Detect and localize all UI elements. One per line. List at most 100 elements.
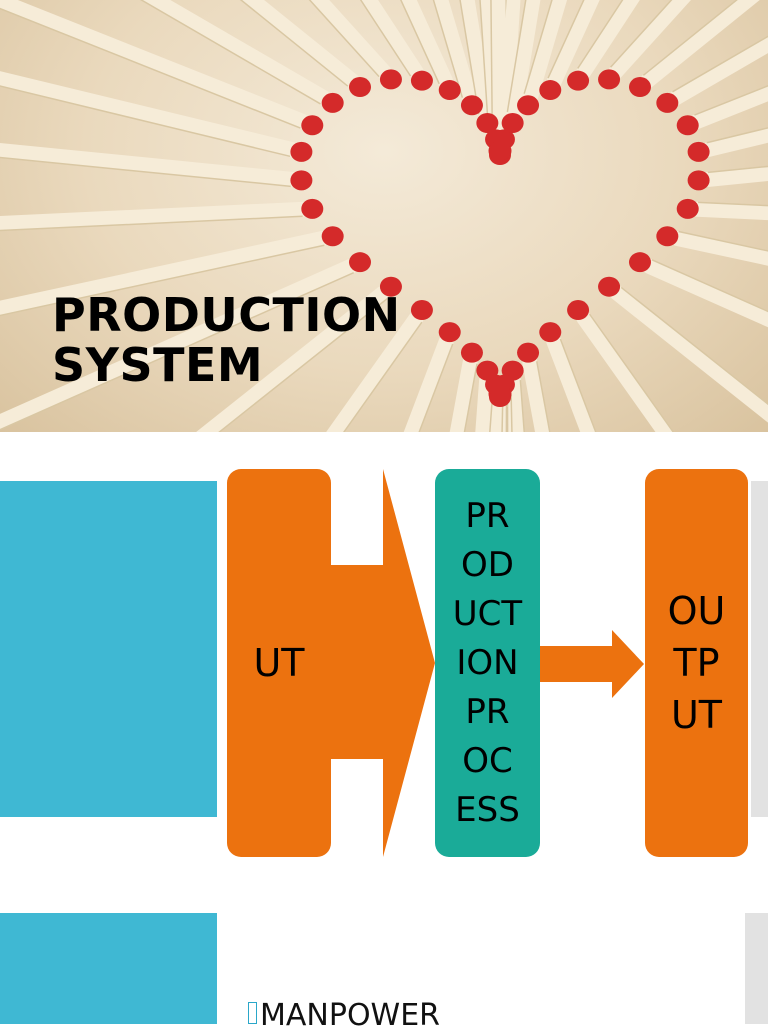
- match-head: [539, 80, 562, 101]
- match-head: [539, 322, 562, 343]
- match-head: [301, 198, 324, 219]
- match-head: [379, 69, 402, 90]
- process-label-line: ESS: [455, 789, 520, 830]
- input-label: UT: [253, 640, 304, 686]
- output-box: OU TP UT: [645, 469, 748, 857]
- matchstick-edge: [479, 0, 490, 130]
- match-head: [290, 141, 313, 162]
- matchstick-edge: [651, 259, 768, 313]
- match-head: [676, 198, 699, 219]
- matchstick-edge: [506, 0, 527, 113]
- match-head: [676, 115, 699, 136]
- match-head: [460, 95, 483, 116]
- matchstick-edge: [0, 7, 301, 129]
- gray-side-block-bottom: [745, 913, 768, 1024]
- matchstick-edge: [218, 297, 388, 432]
- match-head: [687, 141, 710, 162]
- process-label-line: ION: [456, 642, 519, 683]
- match-head: [410, 300, 433, 321]
- slide-title-line-2: SYSTEM: [52, 338, 264, 392]
- output-label-line: OU: [667, 589, 726, 633]
- matchstick-edge: [0, 85, 291, 158]
- match-head: [488, 140, 511, 161]
- match-head: [598, 69, 621, 90]
- slide-title-line-1: PRODUCTION: [52, 288, 401, 342]
- match-head: [517, 342, 540, 363]
- matchstick: [497, 0, 521, 137]
- list-item-label: MANPOWER: [260, 998, 441, 1033]
- matchstick: [0, 142, 299, 187]
- match-head: [656, 226, 679, 247]
- match-head: [517, 95, 540, 116]
- matchstick-edge: [459, 0, 480, 115]
- match-head: [628, 77, 651, 98]
- matchstick-edge: [588, 313, 675, 432]
- match-head: [628, 252, 651, 273]
- input-label-line: UT: [253, 641, 305, 685]
- matchstick: [506, 0, 541, 121]
- output-label-line: TP: [673, 641, 720, 685]
- match-head: [438, 80, 461, 101]
- matchstick: [490, 0, 507, 149]
- match-head: [460, 342, 483, 363]
- matchstick-edge: [0, 156, 291, 188]
- match-head: [656, 92, 679, 113]
- matchstick-edge: [642, 0, 738, 76]
- matchstick-edge: [343, 321, 423, 432]
- matchstick: [690, 201, 768, 221]
- match-head: [321, 92, 344, 113]
- matchstick: [0, 230, 331, 317]
- matchstick-edge: [620, 286, 768, 406]
- blue-side-block-bottom: [0, 913, 217, 1024]
- process-label-line: PR: [465, 495, 510, 536]
- matchstick: [640, 0, 760, 89]
- matchstick: [0, 0, 311, 130]
- match-head: [321, 226, 344, 247]
- match-head: [290, 170, 313, 191]
- output-label: OU TP UT: [668, 585, 726, 741]
- matchstick-heart-illustration: [0, 0, 768, 432]
- slide-title: PRODUCTION SYSTEM: [52, 290, 401, 390]
- matchstick: [641, 258, 768, 328]
- matchstick: [0, 71, 300, 158]
- match-head: [476, 112, 499, 133]
- process-label: PR OD UCT ION PR OC ESS: [453, 492, 522, 835]
- matchstick: [140, 0, 332, 106]
- process-label-line: UCT: [452, 593, 523, 634]
- matchstick: [326, 310, 424, 432]
- bullet-icon: [248, 1002, 257, 1024]
- matchstick: [479, 0, 503, 137]
- gray-side-block-top: [751, 481, 768, 817]
- match-head: [501, 112, 524, 133]
- matchstick-edge: [672, 35, 768, 93]
- match-head: [598, 276, 621, 297]
- process-label-line: OC: [462, 740, 513, 781]
- matchstick-edge: [0, 271, 355, 431]
- process-label-line: OD: [461, 544, 514, 585]
- match-head: [438, 322, 461, 343]
- match-head: [410, 70, 433, 91]
- matchstick-edge: [490, 0, 494, 141]
- input-box: UT: [227, 469, 331, 857]
- matchstick-edge: [0, 215, 303, 232]
- matchstick: [576, 310, 674, 432]
- matchstick: [196, 285, 391, 432]
- match-head: [349, 77, 372, 98]
- matchstick-edge: [139, 0, 321, 105]
- small-arrow-icon: [540, 630, 644, 698]
- match-head: [301, 115, 324, 136]
- big-arrow-icon: [331, 469, 435, 857]
- process-label-line: PR: [465, 691, 510, 732]
- matchstick-edge: [0, 244, 325, 317]
- blue-side-block-top: [0, 481, 217, 817]
- matchstick: [459, 0, 494, 121]
- production-process-box: PR OD UCT ION PR OC ESS: [435, 469, 540, 857]
- matchstick: [609, 285, 768, 423]
- match-head: [567, 300, 590, 321]
- match-head: [687, 170, 710, 191]
- matchstick: [0, 201, 310, 232]
- match-head: [379, 276, 402, 297]
- matchstick-edge: [239, 0, 349, 87]
- output-label-line: UT: [670, 693, 722, 737]
- match-head: [476, 360, 499, 381]
